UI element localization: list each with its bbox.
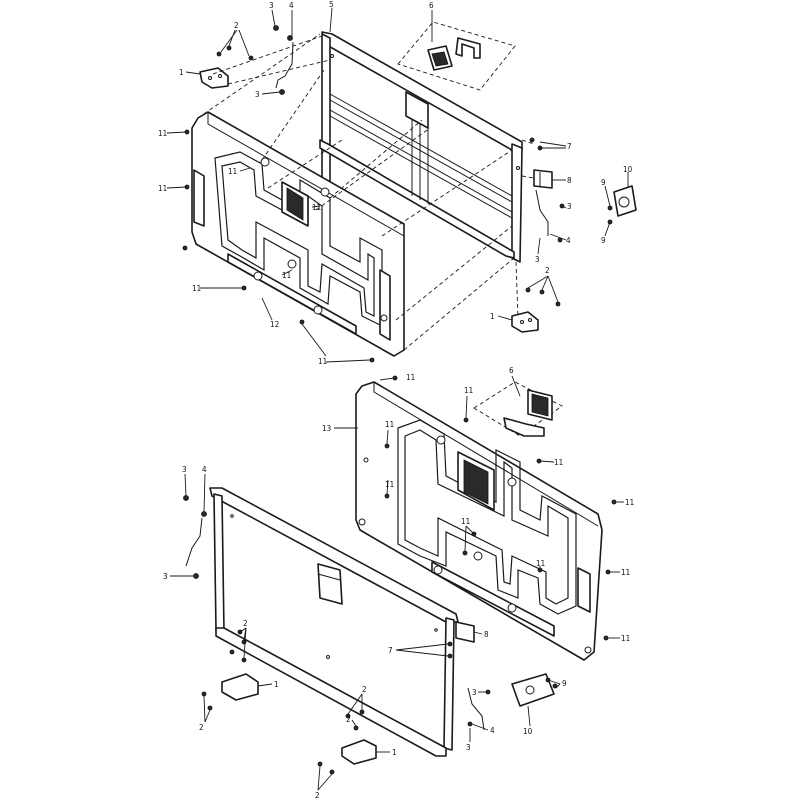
callout-11-h: 11 <box>406 373 415 382</box>
latch-top <box>533 169 553 189</box>
hinge-bracket-top-left <box>199 67 229 89</box>
callout-4-c: 4 <box>202 465 207 474</box>
callout-3-d: 3 <box>535 255 540 264</box>
callout-11-q: 11 <box>621 634 630 643</box>
bolts-top <box>182 25 613 363</box>
hinge-bracket-bottom-2 <box>341 739 377 765</box>
callout-8-b: 8 <box>484 630 489 639</box>
callout-11-l: 11 <box>385 480 394 489</box>
cable-top-left <box>275 41 294 89</box>
callout-5: 5 <box>329 0 334 9</box>
callout-11-j: 11 <box>385 420 394 429</box>
callout-3-h: 3 <box>466 743 471 752</box>
latch-striker-top <box>397 21 516 91</box>
cable-bottom-right <box>467 687 485 731</box>
leaders-middle <box>334 375 624 639</box>
callout-11-g: 11 <box>318 357 327 366</box>
leaders-top <box>166 7 629 363</box>
bolts-bottom <box>183 495 558 775</box>
callout-1-c: 1 <box>274 680 279 689</box>
callout-4-b: 4 <box>566 236 571 245</box>
alignment-lines-top <box>197 33 535 351</box>
callout-2-b: 2 <box>545 266 550 275</box>
callout-3-a: 3 <box>269 1 274 10</box>
callout-3-b: 3 <box>255 90 260 99</box>
callout-11-p: 11 <box>621 568 630 577</box>
callout-11-k: 11 <box>554 458 563 467</box>
callout-1-b: 1 <box>490 312 495 321</box>
tailgate-panel-top <box>191 111 405 357</box>
inner-panel-13 <box>355 381 603 661</box>
handle-top <box>613 185 637 217</box>
cable-bottom-left <box>185 517 203 567</box>
callout-11-d: 11 <box>312 203 321 212</box>
hinge-bracket-top-right <box>511 311 539 333</box>
callout-4-a: 4 <box>289 1 294 10</box>
callout-11-f: 11 <box>192 284 201 293</box>
callout-11-n: 11 <box>461 517 470 526</box>
callout-1-a: 1 <box>179 68 184 77</box>
callout-2-f: 2 <box>346 715 351 724</box>
callout-1-d: 1 <box>392 748 397 757</box>
callout-11-o: 11 <box>536 559 545 568</box>
callout-3-c: 3 <box>567 202 572 211</box>
callout-2-a: 2 <box>234 21 239 30</box>
top-assembly: 1 2 3 4 5 6 3 11 11 11 11 11 11 12 11 7 … <box>158 0 637 366</box>
callout-3-e: 3 <box>182 465 187 474</box>
callout-3-f: 3 <box>163 572 168 581</box>
callout-2-g: 2 <box>315 791 320 800</box>
callout-2-e: 2 <box>362 685 367 694</box>
cable-top-right <box>535 189 549 236</box>
callout-9-b: 9 <box>601 236 606 245</box>
callout-2-d: 2 <box>199 723 204 732</box>
bottom-frame-assembly: 3 4 3 2 1 2 2 2 1 2 7 8 3 4 3 9 10 <box>163 465 567 800</box>
callout-9-a: 9 <box>601 178 606 187</box>
callout-2-c: 2 <box>243 619 248 628</box>
callout-12: 12 <box>270 320 279 329</box>
callout-10-a: 10 <box>623 165 633 174</box>
callout-9-c: 9 <box>562 679 567 688</box>
latch-bottom <box>455 621 475 643</box>
callout-13: 13 <box>322 424 331 433</box>
leaders-bottom <box>170 473 561 791</box>
callout-6-a: 6 <box>429 1 434 10</box>
callout-11-e: 11 <box>282 271 291 280</box>
latch-striker-middle <box>473 381 563 437</box>
callout-6-b: 6 <box>509 366 514 375</box>
callout-10-b: 10 <box>523 727 533 736</box>
hinge-bracket-bottom-1 <box>221 673 259 701</box>
tailgate-frame-top <box>319 31 523 263</box>
callout-7-a: 7 <box>567 142 572 151</box>
callout-4-d: 4 <box>490 726 495 735</box>
callout-8-a: 8 <box>567 176 572 185</box>
callout-11-i: 11 <box>464 386 473 395</box>
callout-11-c: 11 <box>228 167 237 176</box>
callout-3-g: 3 <box>472 688 477 697</box>
callout-11-m: 11 <box>625 498 634 507</box>
callout-11-b: 11 <box>158 184 167 193</box>
callout-11-a: 11 <box>158 129 167 138</box>
callout-7-b: 7 <box>388 646 393 655</box>
